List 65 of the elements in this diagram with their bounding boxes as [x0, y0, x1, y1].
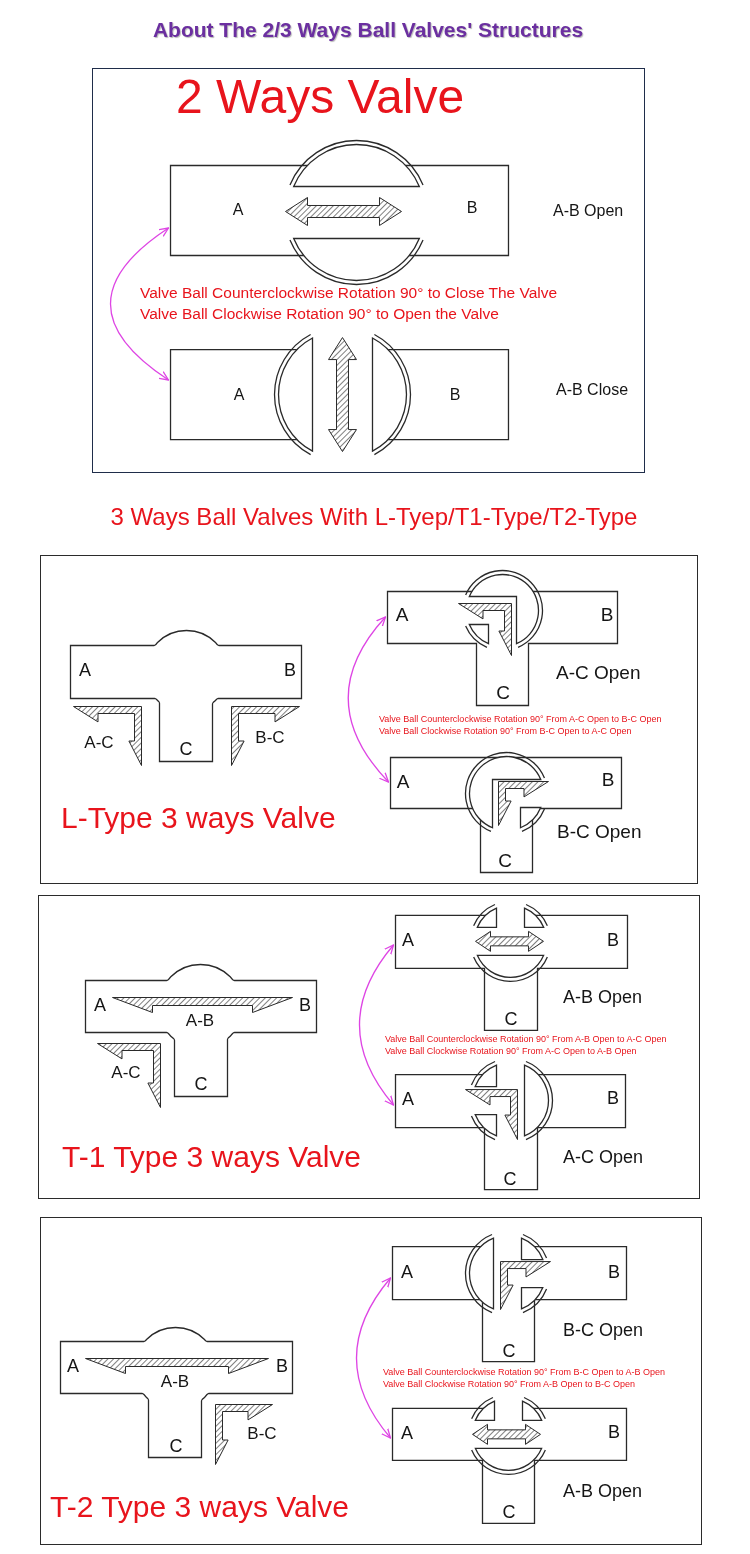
panel-frame — [40, 555, 698, 884]
rotation-note: Valve Ball Clockwise Rotation 90° From A-B Open to B-C Open — [383, 1378, 636, 1390]
port-letter: B — [284, 659, 296, 681]
section-heading: 3 Ways Ball Valves With L-Tyep/T1-Type/T2-Type — [110, 503, 638, 531]
valve-state-label: A-C Open — [563, 1146, 644, 1168]
rotation-arrow — [355, 1277, 392, 1439]
port-letter: A — [401, 1261, 413, 1283]
rotation-note: Valve Ball Counterclockwise Rotation 90° to Close The Valve — [140, 284, 558, 302]
rotation-arrow — [109, 227, 170, 381]
rotation-note: Valve Ball Clockwise Rotation 90° to Open the Valve — [140, 305, 499, 323]
rotation-arrow — [347, 616, 390, 783]
port-letter: B — [600, 604, 614, 626]
panel-title: 2 Ways Valve — [176, 70, 465, 124]
flow-path-label: B-C — [255, 728, 285, 748]
port-letter: C — [496, 682, 510, 704]
port-letter: A — [232, 201, 244, 219]
valve-state-label: A-B Close — [556, 381, 629, 399]
port-letter: A — [401, 1422, 413, 1444]
port-letter: B — [299, 994, 311, 1016]
port-letter: B — [607, 1087, 619, 1109]
panel-title: T-2 Type 3 ways Valve — [50, 1490, 350, 1524]
port-letter: C — [503, 1168, 517, 1190]
port-letter: C — [169, 1435, 183, 1457]
port-letter: A — [396, 771, 410, 793]
rotation-note: Valve Ball Clockwise Rotation 90° From B-C Open to A-C Open — [379, 725, 632, 737]
port-letter: C — [504, 1008, 518, 1030]
port-letter: A — [402, 1088, 414, 1110]
valve-state-label: B-C Open — [557, 821, 642, 843]
port-letter: B — [276, 1355, 288, 1377]
port-letter: A — [233, 386, 245, 404]
panel-frame — [40, 1217, 702, 1545]
port-letter: B — [608, 1261, 620, 1283]
valve-state-label: A-C Open — [556, 662, 641, 684]
valve-state-label: B-C Open — [563, 1319, 644, 1341]
port-letter: A — [67, 1355, 79, 1377]
panel-title: L-Type 3 ways Valve — [61, 801, 336, 835]
panel-frame — [38, 895, 700, 1199]
port-letter: C — [502, 1501, 516, 1523]
panel-frame — [92, 68, 645, 473]
port-letter: C — [179, 738, 193, 760]
valve-state-label: A-B Open — [553, 202, 624, 220]
flow-path-label: A-C — [84, 733, 114, 753]
rotation-arrow — [358, 944, 395, 1106]
port-letter: B — [449, 386, 461, 404]
rotation-note: Valve Ball Counterclockwise Rotation 90° From A-C Open to B-C Open — [379, 713, 662, 725]
port-letter: C — [502, 1340, 516, 1362]
flow-path-label: A-B — [160, 1372, 190, 1392]
rotation-note: Valve Ball Clockwise Rotation 90° From A-C Open to A-B Open — [385, 1045, 637, 1057]
port-letter: B — [608, 1421, 620, 1443]
port-letter: A — [402, 929, 414, 951]
port-letter: A — [79, 659, 91, 681]
port-letter: C — [194, 1073, 208, 1095]
port-letter: A — [395, 604, 409, 626]
valve-state-label: A-B Open — [563, 1480, 643, 1502]
flow-path-label: B-C — [247, 1424, 277, 1444]
panel-title: T-1 Type 3 ways Valve — [62, 1140, 362, 1174]
port-letter: B — [607, 929, 619, 951]
flow-path-label: A-B — [185, 1011, 215, 1031]
port-letter: B — [466, 199, 478, 217]
page-title: About The 2/3 Ways Ball Valves' Structures — [152, 18, 584, 42]
port-letter: C — [498, 850, 512, 872]
valve-state-label: A-B Open — [563, 986, 643, 1008]
port-letter: A — [94, 994, 106, 1016]
port-letter: B — [601, 769, 615, 791]
flow-path-label: A-C — [111, 1063, 141, 1083]
